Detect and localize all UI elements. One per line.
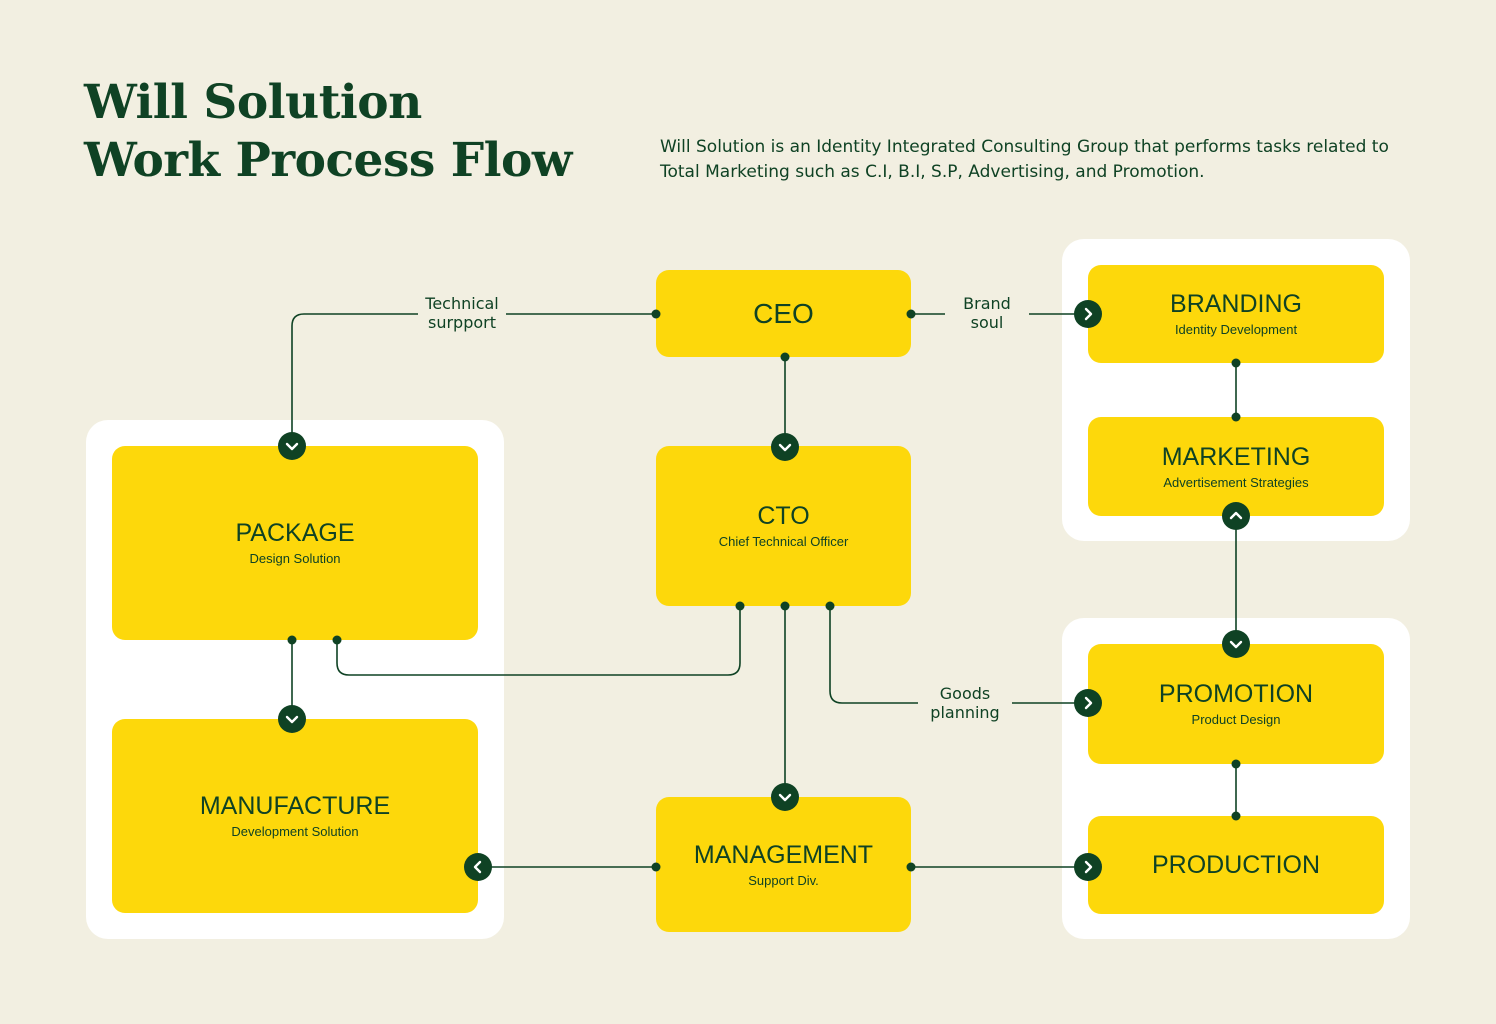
node-ceo: CEO [656, 270, 911, 357]
node-management: MANAGEMENT Support Div. [656, 797, 911, 932]
node-package: PACKAGE Design Solution [112, 446, 478, 640]
dot [735, 601, 745, 611]
dot [332, 635, 342, 645]
label-brand-line1: Brand [963, 294, 1011, 313]
node-management-title: MANAGEMENT [693, 840, 874, 869]
dot [1231, 759, 1241, 769]
chevron-down-icon [1222, 630, 1250, 658]
title-line-2: Work Process Flow [84, 133, 572, 188]
node-promotion-title: PROMOTION [1158, 680, 1314, 708]
label-brand-line2: soul [970, 313, 1004, 332]
label-goods-line1: Goods [939, 684, 991, 703]
node-manufacture-subtitle: Development Solution [231, 824, 359, 839]
chevron-down-icon [771, 433, 799, 461]
chevron-right-icon [1074, 853, 1102, 881]
chevron-up-icon [1222, 502, 1250, 530]
node-package-subtitle: Design Solution [249, 551, 341, 566]
description: Will Solution is an Identity Integrated … [660, 137, 1389, 182]
chevron-right-icon [1074, 300, 1102, 328]
chevron-down-icon [771, 783, 799, 811]
node-marketing-title: MARKETING [1161, 442, 1311, 471]
dot [906, 309, 916, 319]
dot [1231, 412, 1241, 422]
dot [651, 862, 661, 872]
node-ceo-title: CEO [753, 297, 814, 329]
node-marketing: MARKETING Advertisement Strategies [1088, 417, 1384, 516]
node-manufacture-title: MANUFACTURE [199, 792, 391, 820]
label-gap-goods [918, 682, 1012, 726]
title-line-1: Will Solution [84, 75, 422, 130]
label-technical-line2: surpport [427, 313, 496, 332]
node-production-title: PRODUCTION [1151, 851, 1321, 879]
node-promotion-subtitle: Product Design [1191, 712, 1281, 727]
node-promotion: PROMOTION Product Design [1088, 644, 1384, 764]
node-branding-subtitle: Identity Development [1174, 322, 1298, 337]
label-goods-line2: planning [930, 703, 1000, 722]
connector-cto-to-promotion [829, 606, 1088, 704]
dot [1231, 811, 1241, 821]
chevron-left-icon [464, 853, 492, 881]
label-goods-planning: Goods planning [912, 684, 1018, 722]
dot [651, 309, 661, 319]
dot [1231, 358, 1241, 368]
page-title: Will Solution Work Process Flow [84, 74, 572, 190]
node-marketing-subtitle: Advertisement Strategies [1163, 474, 1309, 490]
dot [780, 601, 790, 611]
node-cto: CTO Chief Technical Officer [656, 446, 911, 606]
node-cto-subtitle: Chief Technical Officer [718, 534, 849, 549]
connector-ceo-to-package [291, 313, 656, 446]
dot [287, 635, 297, 645]
node-management-subtitle: Support Div. [748, 872, 819, 888]
label-brand-soul: Brand soul [940, 294, 1034, 332]
dot [906, 862, 916, 872]
node-cto-title: CTO [757, 502, 810, 530]
node-production: PRODUCTION [1088, 816, 1384, 914]
chevron-right-icon [1074, 689, 1102, 717]
dot [825, 601, 835, 611]
label-gap-technical [418, 292, 506, 336]
node-branding: BRANDING Identity Development [1088, 265, 1384, 363]
node-branding-title: BRANDING [1170, 290, 1302, 318]
label-gap-brand [945, 292, 1029, 336]
dot [780, 352, 790, 362]
node-package-title: PACKAGE [235, 519, 355, 547]
label-technical-line1: Technical [425, 294, 499, 313]
chevron-down-icon [278, 432, 306, 460]
chevron-down-icon [278, 705, 306, 733]
node-manufacture: MANUFACTURE Development Solution [112, 719, 478, 913]
connector-cto-to-package [336, 606, 741, 676]
label-technical-support: Technical surpport [410, 294, 514, 332]
